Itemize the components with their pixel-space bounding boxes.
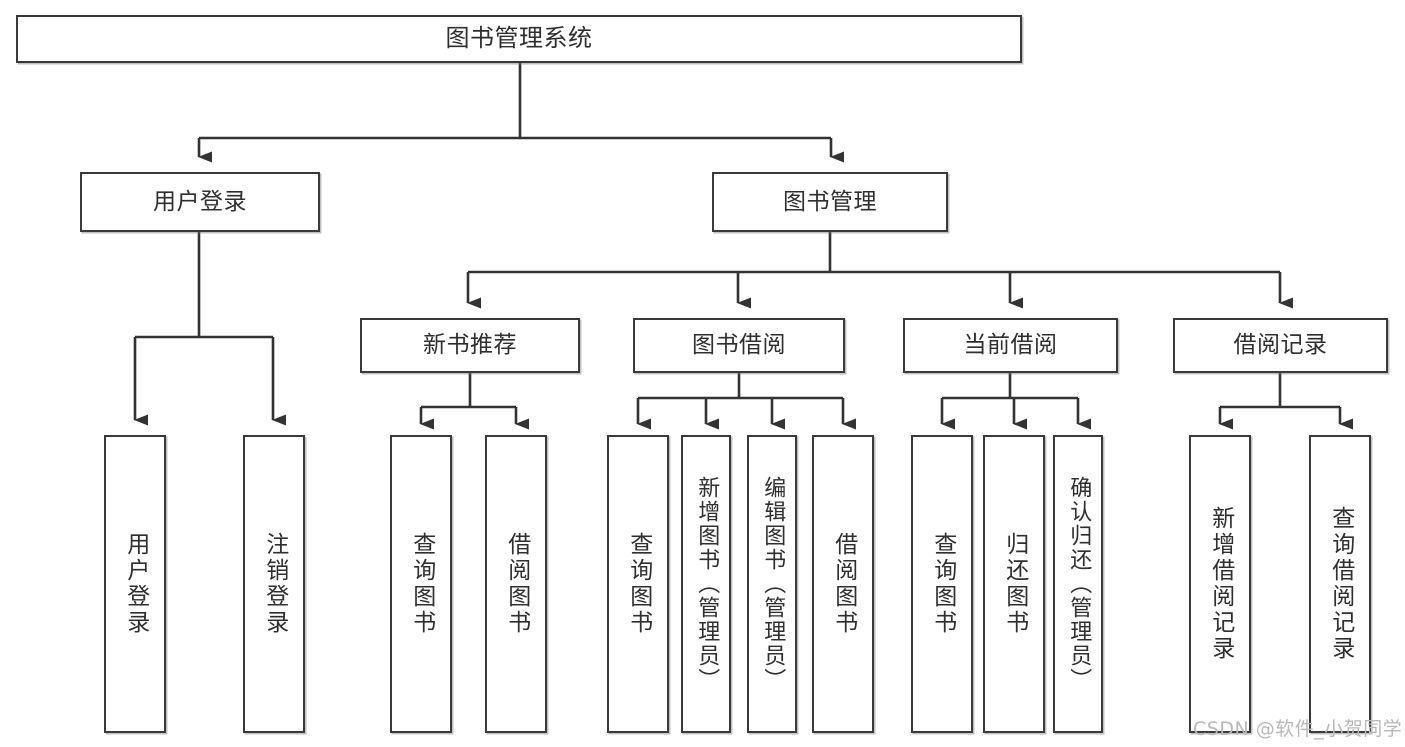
- node-borrow-record[interactable]: 借阅记录: [1173, 318, 1388, 373]
- node-label: 查询图书: [929, 532, 956, 636]
- node-label: 用户登录: [122, 532, 149, 636]
- node-label: 借阅记录: [1233, 332, 1328, 359]
- node-label: 查询图书: [408, 532, 435, 636]
- node-leaf-borrow-book-1[interactable]: 借阅图书: [485, 435, 547, 733]
- node-label: 借阅图书: [830, 532, 857, 636]
- node-label: 当前借阅: [963, 332, 1058, 359]
- node-book-borrow[interactable]: 图书借阅: [633, 318, 845, 373]
- node-label: 新增借阅记录: [1207, 506, 1234, 662]
- node-root-system[interactable]: 图书管理系统: [16, 15, 1022, 63]
- node-leaf-add-book[interactable]: 新增图书（管理员）: [681, 435, 731, 733]
- node-label: 确认归还（管理员）: [1066, 476, 1092, 692]
- node-leaf-query-book-1[interactable]: 查询图书: [390, 435, 452, 733]
- node-leaf-query-borrow-record[interactable]: 查询借阅记录: [1309, 435, 1371, 733]
- node-leaf-return-book[interactable]: 归还图书: [983, 435, 1045, 733]
- node-label: 归还图书: [1001, 532, 1028, 636]
- node-label: 编辑图书（管理员）: [760, 476, 786, 692]
- node-label: 查询图书: [625, 532, 652, 636]
- node-label: 新增图书（管理员）: [694, 476, 720, 692]
- csdn-watermark: CSDN @软件_小贺同学: [1193, 718, 1403, 740]
- node-label: 注销登录: [261, 532, 288, 636]
- node-leaf-query-book-2[interactable]: 查询图书: [607, 435, 669, 733]
- node-label: 图书管理: [783, 188, 877, 215]
- node-book-manage[interactable]: 图书管理: [712, 172, 948, 232]
- node-new-book-recommend[interactable]: 新书推荐: [360, 318, 580, 373]
- node-leaf-user-login[interactable]: 用户登录: [104, 435, 166, 733]
- node-leaf-logout[interactable]: 注销登录: [243, 435, 305, 733]
- node-label: 用户登录: [153, 188, 247, 215]
- node-label: 图书借阅: [692, 332, 786, 359]
- node-leaf-borrow-book-2[interactable]: 借阅图书: [812, 435, 874, 733]
- node-current-borrow[interactable]: 当前借阅: [903, 318, 1118, 373]
- node-leaf-query-book-3[interactable]: 查询图书: [911, 435, 973, 733]
- node-label: 查询借阅记录: [1327, 506, 1354, 662]
- node-label: 新书推荐: [423, 332, 517, 359]
- node-user-login[interactable]: 用户登录: [80, 172, 320, 232]
- node-leaf-add-borrow-record[interactable]: 新增借阅记录: [1189, 435, 1251, 733]
- node-leaf-confirm-return[interactable]: 确认归还（管理员）: [1053, 435, 1103, 733]
- node-leaf-edit-book[interactable]: 编辑图书（管理员）: [747, 435, 797, 733]
- node-label: 借阅图书: [503, 532, 530, 636]
- node-label: 图书管理系统: [445, 24, 593, 53]
